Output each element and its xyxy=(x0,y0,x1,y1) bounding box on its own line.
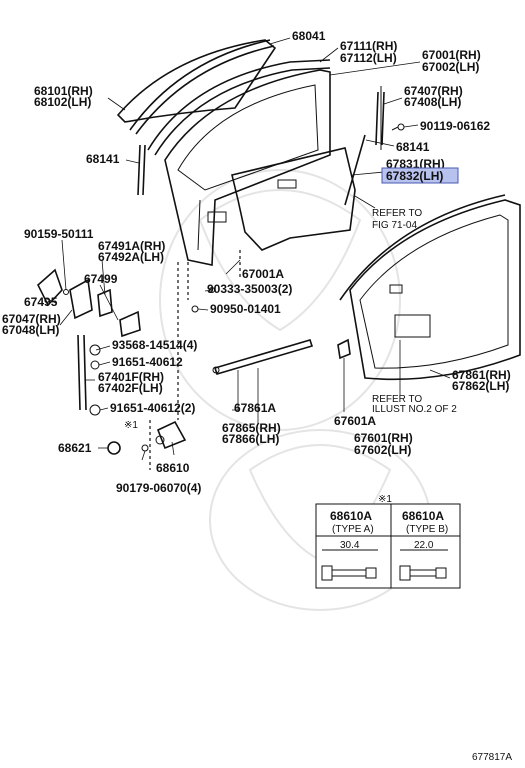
window-glass-68101[interactable] xyxy=(116,39,277,123)
label-68621[interactable]: 68621 xyxy=(58,441,92,455)
label-67001a[interactable]: 67001A xyxy=(242,267,284,281)
hinge-67491a[interactable] xyxy=(97,288,113,318)
label-68141-right[interactable]: 68141 xyxy=(396,140,430,154)
label-68102[interactable]: 68102(LH) xyxy=(34,95,91,109)
glass-run-68141-left[interactable] xyxy=(137,144,146,196)
figure-id: 677817A xyxy=(472,752,512,763)
glass-run-67407[interactable] xyxy=(375,86,385,150)
belt-moulding-67861a[interactable] xyxy=(212,339,314,375)
lower-hinge-67495[interactable] xyxy=(37,268,63,307)
label-67866[interactable]: 67866(LH) xyxy=(222,432,279,446)
label-67407[interactable]: 67407(RH) xyxy=(404,84,463,98)
label-67047[interactable]: 67047(RH) xyxy=(2,312,61,326)
label-67861a[interactable]: 67861A xyxy=(234,401,276,415)
table-col-b-type: (TYPE B) xyxy=(406,524,448,535)
bracket-67499[interactable] xyxy=(119,310,141,338)
bolt-90159[interactable] xyxy=(63,289,69,295)
label-67401f[interactable]: 67401F(RH) xyxy=(98,370,164,384)
refer-to-text-2: REFER TO xyxy=(372,394,422,405)
label-67601a[interactable]: 67601A xyxy=(334,414,376,428)
label-67112[interactable]: 67112(LH) xyxy=(340,51,397,65)
label-68141-left[interactable]: 68141 xyxy=(86,152,120,166)
door-shell-67001[interactable] xyxy=(164,69,331,266)
label-68610[interactable]: 68610 xyxy=(156,461,190,475)
label-68101[interactable]: 68101(RH) xyxy=(34,84,93,98)
label-67402f[interactable]: 67402F(LH) xyxy=(98,381,163,395)
bolt-type-b-icon xyxy=(399,565,447,581)
weatherstrip-67861[interactable] xyxy=(339,194,506,301)
leader-lines xyxy=(44,37,451,461)
label-67001[interactable]: 67001(RH) xyxy=(422,48,481,62)
door-frame-67111[interactable] xyxy=(147,59,331,156)
label-67491a[interactable]: 67491A(RH) xyxy=(98,239,165,253)
check-67047[interactable] xyxy=(69,278,93,320)
label-90333[interactable]: 90333-35003(2) xyxy=(207,282,292,296)
note-marker: ※1 xyxy=(124,420,138,431)
label-67111[interactable]: 67111(RH) xyxy=(340,39,397,53)
label-67832[interactable]: 67832(LH) xyxy=(386,169,443,183)
label-67861[interactable]: 67861(RH) xyxy=(452,368,511,382)
refer-illust-link[interactable]: ILLUST NO.2 OF 2 xyxy=(372,404,457,415)
table-col-a-dim: 30.4 xyxy=(340,540,360,551)
regulator-67401f[interactable] xyxy=(77,334,101,416)
label-67499[interactable]: 67499 xyxy=(84,272,118,286)
weatherstrip-68041[interactable] xyxy=(129,39,275,135)
table-note: ※1 xyxy=(378,494,392,505)
label-67048[interactable]: 67048(LH) xyxy=(2,323,59,337)
table-col-b-part[interactable]: 68610A xyxy=(402,509,444,523)
label-67002[interactable]: 67002(LH) xyxy=(422,60,479,74)
label-67492a[interactable]: 67492A(LH) xyxy=(98,250,164,264)
check-68610[interactable] xyxy=(155,420,187,450)
table-col-a-part[interactable]: 68610A xyxy=(330,509,372,523)
label-90179[interactable]: 90179-06070(4) xyxy=(116,481,201,495)
label-68041[interactable]: 68041 xyxy=(292,29,326,43)
table-col-a-type: (TYPE A) xyxy=(332,524,374,535)
type-table: ※1 68610A (TYPE A) 68610A (TYPE B) 30.4 … xyxy=(315,494,461,589)
bolt-90179[interactable] xyxy=(141,444,149,452)
label-67602[interactable]: 67602(LH) xyxy=(354,443,411,457)
label-90950[interactable]: 90950-01401 xyxy=(210,302,281,316)
label-93568[interactable]: 93568-14514(4) xyxy=(112,338,197,352)
table-col-b-dim: 22.0 xyxy=(414,540,434,551)
clip-67601a[interactable] xyxy=(337,338,351,360)
label-67601[interactable]: 67601(RH) xyxy=(354,431,413,445)
label-90159[interactable]: 90159-50111 xyxy=(24,227,94,241)
bolt-type-a-icon xyxy=(321,565,377,581)
label-91651-a[interactable]: 91651-40612 xyxy=(112,355,183,369)
clip-90950[interactable] xyxy=(191,305,199,313)
screw-90119[interactable] xyxy=(391,123,405,131)
refer-fig-link[interactable]: FIG 71-04 xyxy=(372,220,417,231)
label-67408[interactable]: 67408(LH) xyxy=(404,95,461,109)
label-67495[interactable]: 67495 xyxy=(24,295,58,309)
label-67862[interactable]: 67862(LH) xyxy=(452,379,509,393)
highlight-67832 xyxy=(381,167,459,184)
service-hole-cover-67831[interactable] xyxy=(231,147,356,251)
label-90119[interactable]: 90119-06162 xyxy=(420,119,490,133)
door-trim-67601[interactable] xyxy=(349,199,521,381)
label-67865[interactable]: 67865(RH) xyxy=(222,421,281,435)
refer-to-text: REFER TO xyxy=(372,208,422,219)
plug-68621[interactable] xyxy=(107,441,121,455)
glass-run-68141-right[interactable] xyxy=(344,134,366,206)
label-91651-b[interactable]: 91651-40612(2) xyxy=(110,401,195,415)
